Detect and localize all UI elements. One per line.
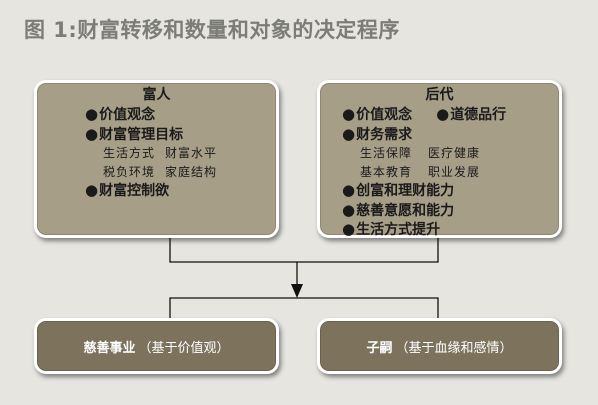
bullet-dot: ● — [85, 181, 99, 199]
bullet-dot: ● — [342, 124, 356, 143]
rich-item-control: ●财富控制欲 — [85, 181, 170, 199]
rich-sub-row-2: 税负环境家庭结构 — [103, 164, 218, 179]
charity-basis: （基于价值观） — [138, 340, 230, 356]
rich-item-goals: ●财富管理目标 — [85, 124, 184, 143]
heirs-sub-row-2: 基本教育职业发展 — [360, 164, 481, 179]
heirs-heading: 后代 — [425, 87, 454, 103]
bullet-dot: ● — [342, 220, 356, 238]
rich-item-values: ●价值观念 — [85, 105, 156, 123]
down-arrow-icon — [291, 284, 303, 298]
heirs-item-wealth-ability: ●创富和理财能力 — [342, 181, 455, 199]
figure-title: 图 1:财富转移和数量和对象的决定程序 — [24, 18, 400, 42]
rich-sub-row-1: 生活方式财富水平 — [103, 146, 218, 160]
bullet-dot: ● — [342, 105, 356, 123]
children-label: 子嗣 — [366, 340, 393, 356]
children-box: 子嗣（基于血缘和感情） — [317, 318, 562, 374]
bullet-dot: ● — [342, 181, 356, 199]
heirs-row-1: ●价值观念 ●道德品行 — [342, 105, 506, 125]
heirs-box: 后代 ●价值观念 ●道德品行 ●财务需求 生活保障医疗健康 基本教育职业发展 ●创… — [317, 80, 562, 238]
bullet-dot: ● — [85, 124, 99, 143]
rich-heading: 富人 — [142, 87, 171, 103]
bullet-dot: ● — [436, 105, 450, 123]
heirs-item-values: ●价值观念 — [342, 105, 413, 123]
split-bracket — [169, 297, 439, 318]
heirs-item-morals: ●道德品行 — [436, 105, 507, 123]
rich-box: 富人 ●价值观念 ●财富管理目标 生活方式财富水平 税负环境家庭结构 ●财富控制… — [34, 80, 279, 238]
children-basis: （基于血缘和感情） — [395, 340, 513, 356]
heirs-item-financial-needs: ●财务需求 — [342, 124, 413, 143]
heirs-item-lifestyle: ●生活方式提升 — [342, 220, 441, 238]
heirs-item-charity-will: ●慈善意愿和能力 — [342, 200, 455, 219]
charity-box: 慈善事业（基于价值观） — [34, 318, 279, 374]
bullet-dot: ● — [342, 200, 356, 219]
merge-bracket — [169, 238, 439, 263]
bullet-dot: ● — [85, 105, 99, 123]
heirs-content: ●价值观念 ●道德品行 ●财务需求 生活保障医疗健康 基本教育职业发展 ●创富和理… — [342, 105, 506, 240]
charity-label: 慈善事业 — [83, 340, 136, 356]
rich-content: ●价值观念 ●财富管理目标 生活方式财富水平 税负环境家庭结构 ●财富控制欲 — [85, 105, 217, 201]
heirs-sub-row-1: 生活保障医疗健康 — [360, 146, 481, 160]
